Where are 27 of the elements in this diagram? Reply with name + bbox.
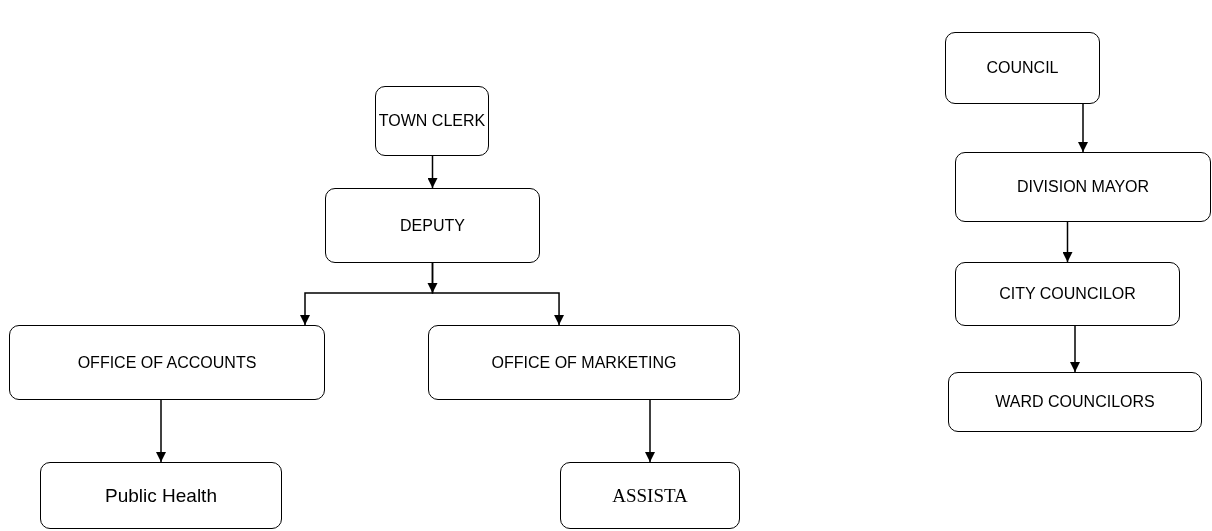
arrow [1078,103,1088,153]
box-label: DEPUTY [400,216,465,235]
box-label: COUNCIL [986,59,1059,77]
arrow [431,262,565,326]
box-label: OFFICE OF MARKETING [491,353,677,372]
box-label: ASSISTA [612,484,688,507]
box-label: Public Health [105,484,217,507]
arrow [1070,325,1080,373]
box-label: CITY COUNCILOR [999,285,1136,303]
box-label: TOWN CLERK [378,112,486,130]
arrow [1062,221,1073,263]
org-box [375,86,489,156]
org-box [955,152,1211,222]
box-label: DIVISION MAYOR [1016,178,1150,196]
arrow [645,399,655,463]
org-box [428,325,740,400]
org-box [40,462,282,529]
arrow [156,399,166,463]
box-label: OFFICE OF ACCOUNTS [77,353,257,372]
org-box [955,262,1180,326]
org-box [9,325,325,400]
box-label: WARD COUNCILORS [995,393,1155,411]
org-box [945,32,1100,104]
org-box [560,462,740,529]
arrow [427,155,438,189]
org-box [948,372,1202,432]
org-box [325,188,540,263]
